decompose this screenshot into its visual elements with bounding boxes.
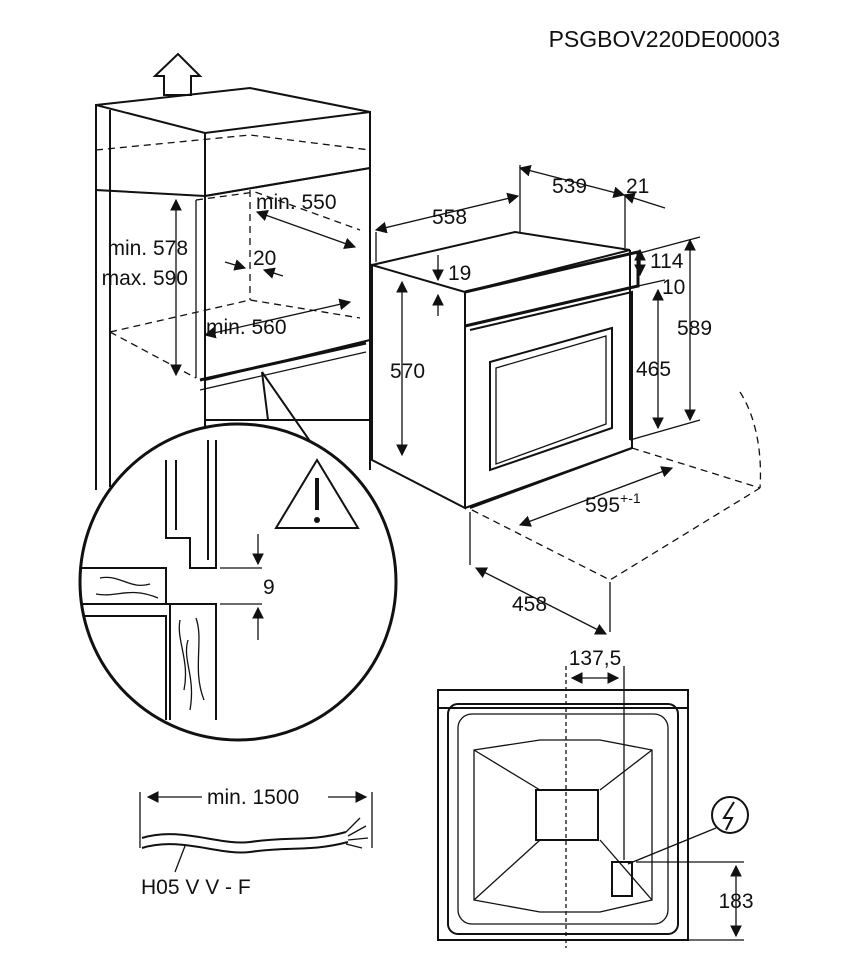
gap-label: 9 — [263, 576, 275, 599]
cabinet-drawing — [95, 52, 371, 490]
top-offset-label: 19 — [448, 262, 471, 285]
front-height-label: 589 — [677, 317, 712, 340]
panel-height-label: 114 — [650, 250, 684, 273]
cable-type-label: H05 V V - F — [141, 876, 251, 899]
offset-x-label: 137,5 — [569, 647, 622, 670]
cable-length-label: min. 1500 — [207, 786, 299, 809]
back-view-drawing — [437, 666, 749, 948]
up-arrow-icon — [152, 52, 203, 96]
width-value: 595 — [585, 494, 620, 517]
width-label: 595+-1 — [585, 490, 641, 517]
depth-total-label: 558 — [432, 206, 467, 229]
side-gap-label: 20 — [253, 247, 276, 270]
diagram-code: PSGBOV220DE00003 — [549, 26, 780, 52]
cable-drawing — [139, 791, 373, 873]
offset-y-label: 183 — [718, 890, 753, 913]
door-depth-label: 458 — [512, 593, 547, 616]
oven-drawing — [371, 164, 762, 635]
max-height-label: max. 590 — [102, 267, 188, 290]
detail-circle — [78, 422, 398, 742]
width-tolerance: +-1 — [620, 490, 641, 506]
depth-body-label: 539 — [552, 175, 587, 198]
power-plug-icon — [711, 796, 749, 834]
min-depth-label: min. 560 — [206, 316, 287, 339]
warning-triangle-icon — [274, 458, 360, 529]
body-height-label: 570 — [390, 360, 425, 383]
min-width-label: min. 550 — [256, 191, 337, 214]
door-height-label: 465 — [636, 358, 671, 381]
front-panel-label: 21 — [626, 175, 649, 198]
door-gap-label: 10 — [662, 276, 685, 299]
min-height-label: min. 578 — [107, 237, 188, 260]
